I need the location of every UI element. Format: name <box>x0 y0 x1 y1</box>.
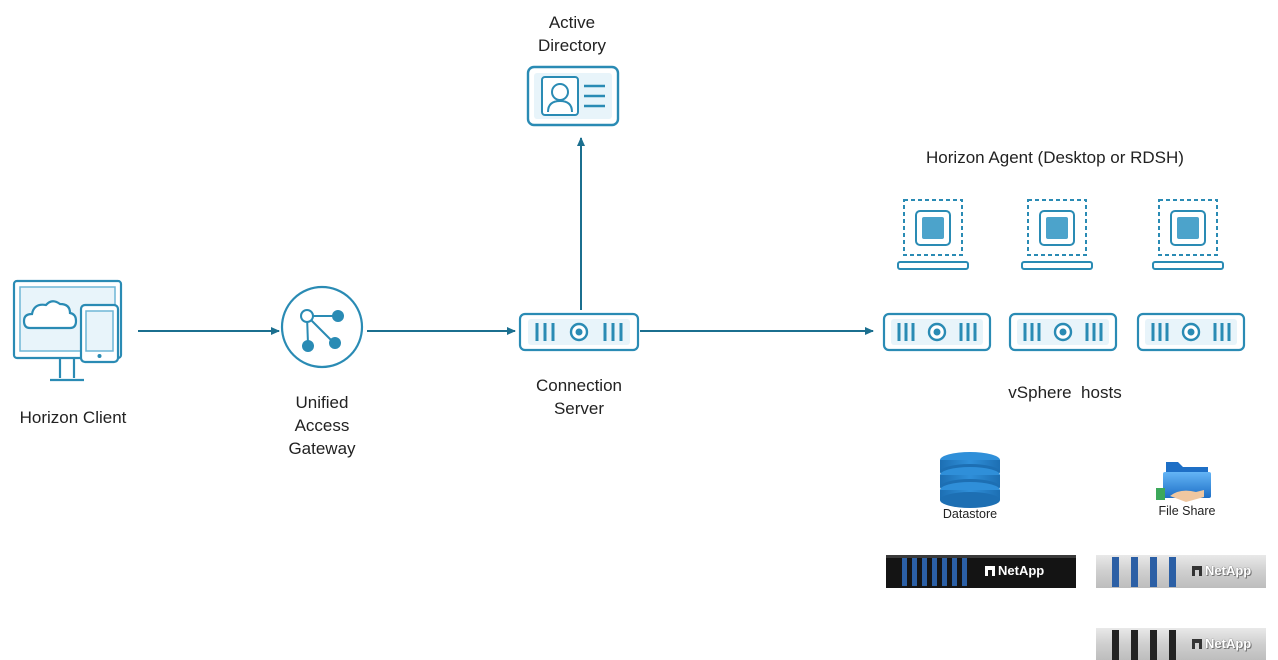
netapp-storage-fileshare-2 <box>1096 628 1266 660</box>
active-directory-label: Active Directory <box>522 11 622 57</box>
netapp-storage-fileshare-1 <box>1096 555 1266 588</box>
uag-label-line-3: Gateway <box>288 439 356 458</box>
netapp-storage-datastore <box>886 555 1076 588</box>
connection-arrows <box>138 137 874 335</box>
vsphere-host-2 <box>1008 312 1118 352</box>
uag-icon <box>280 285 364 369</box>
active-directory-label-line-1: Active <box>548 13 596 32</box>
file-share-icon <box>1156 462 1211 502</box>
datastore-icon <box>940 452 1000 508</box>
connection-server-label-line-2: Server <box>553 399 605 418</box>
agent-desktop-3 <box>1152 199 1224 270</box>
vsphere-hosts-label: vSphere hosts <box>1008 383 1122 402</box>
horizon-client-icon <box>12 279 123 382</box>
vsphere-host-3 <box>1136 312 1246 352</box>
active-directory-label-line-2: Directory <box>537 36 606 55</box>
netapp-logo-text-fileshare-2: NetApp <box>1205 636 1252 651</box>
horizon-agent-label: Horizon Agent (Desktop or RDSH) <box>926 148 1184 167</box>
horizon-client-label: Horizon Client <box>19 408 127 427</box>
vsphere-host-1 <box>882 312 992 352</box>
netapp-logo-text-datastore: NetApp <box>998 563 1045 578</box>
file-share-label: File Share <box>1158 504 1216 518</box>
connection-server-icon <box>518 312 640 352</box>
agent-desktop-2 <box>1021 199 1093 270</box>
datastore-label: Datastore <box>942 507 998 521</box>
connection-server-label-line-1: Connection <box>535 376 622 395</box>
uag-label-line-1: Unified <box>295 393 349 412</box>
uag-label-line-2: Access <box>294 416 350 435</box>
uag-label: Unified Access Gateway <box>262 391 382 460</box>
active-directory-icon <box>526 65 620 127</box>
connection-server-label: Connection Server <box>519 374 639 420</box>
netapp-logo-text-fileshare-1: NetApp <box>1205 563 1252 578</box>
agent-desktop-1 <box>897 199 969 270</box>
